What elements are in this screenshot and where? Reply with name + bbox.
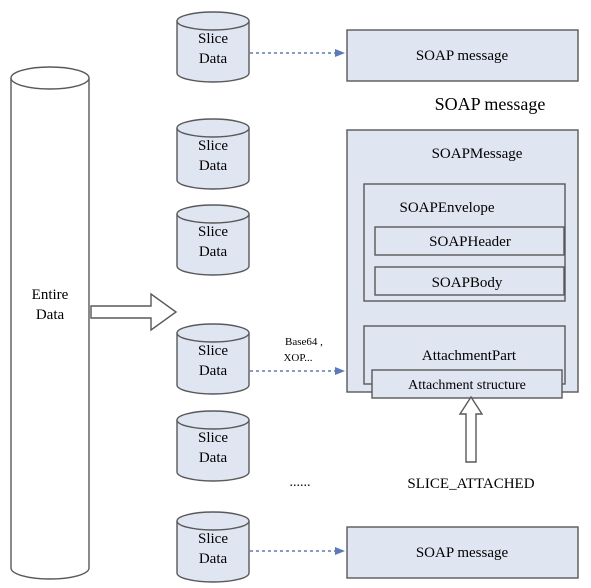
soap-message-title: SOAPMessage [432,146,523,162]
ellipsis: ...... [290,475,311,490]
slice-cylinder-body [176,420,250,482]
slice-cylinder-body [176,521,250,583]
soap-header-label: SOAPHeader [429,234,511,250]
slice-label-line1: Slice [198,430,228,446]
slice-cylinders: SliceDataSliceDataSliceDataSliceDataSlic… [176,11,250,583]
attachment-part-box: AttachmentPart Attachment structure [363,325,566,399]
slice-cylinder-top [176,204,250,224]
soap-body-box [374,266,565,296]
soap-message-box-top: SOAP message [346,29,579,82]
slice-cylinder-body [176,333,250,395]
soap-body-label: SOAPBody [432,275,503,291]
attachment-structure-label: Attachment structure [408,378,526,393]
slice-cylinder-top [176,11,250,31]
slice-cylinder-top [176,511,250,531]
slice-label-line1: Slice [198,343,228,359]
slice-label-line2: Data [199,158,228,174]
soap-envelope-box: SOAPEnvelope SOAPHeader SOAPBody [363,183,566,302]
slice-label-line2: Data [199,450,228,466]
split-arrow [90,292,178,332]
slice-attached-arrow [458,395,484,463]
slice-label-line2: Data [199,51,228,67]
slice-cylinder-top [176,118,250,138]
encoding-label-line2: XOP... [283,352,312,364]
soap-message-bottom-label: SOAP message [416,545,509,561]
soap-message-top-label: SOAP message [416,48,509,64]
slice-label-line1: Slice [198,531,228,547]
soap-message-panel: SOAPMessage SOAPEnvelope SOAPHeader SOAP… [346,129,579,399]
encoding-label-line1: Base64 , [285,336,323,348]
slice-label-line1: Slice [198,138,228,154]
attachment-structure-box [371,369,563,399]
slice-label-line2: Data [199,244,228,260]
slice-cylinder-body [176,128,250,190]
slice-cylinder-body [176,214,250,276]
entire-data-cylinder: Entire Data [10,66,90,580]
slice-label-line2: Data [199,551,228,567]
soap-message-box-bottom: SOAP message [346,526,579,579]
soap-message-heading: SOAP message [435,94,546,114]
slice-cylinder-body [176,21,250,83]
entire-data-label-line2: Data [36,307,65,323]
entire-data-label-line1: Entire [32,287,69,303]
soap-header-box [374,226,565,256]
slice-cylinder-top [176,323,250,343]
slice-cylinder-top [176,410,250,430]
slice-label-line1: Slice [198,31,228,47]
slice-label-line1: Slice [198,224,228,240]
soap-envelope-title: SOAPEnvelope [400,200,495,216]
slice-attached-label: SLICE_ATTACHED [407,476,534,492]
slice-label-line2: Data [199,363,228,379]
attachment-part-title: AttachmentPart [422,348,517,364]
